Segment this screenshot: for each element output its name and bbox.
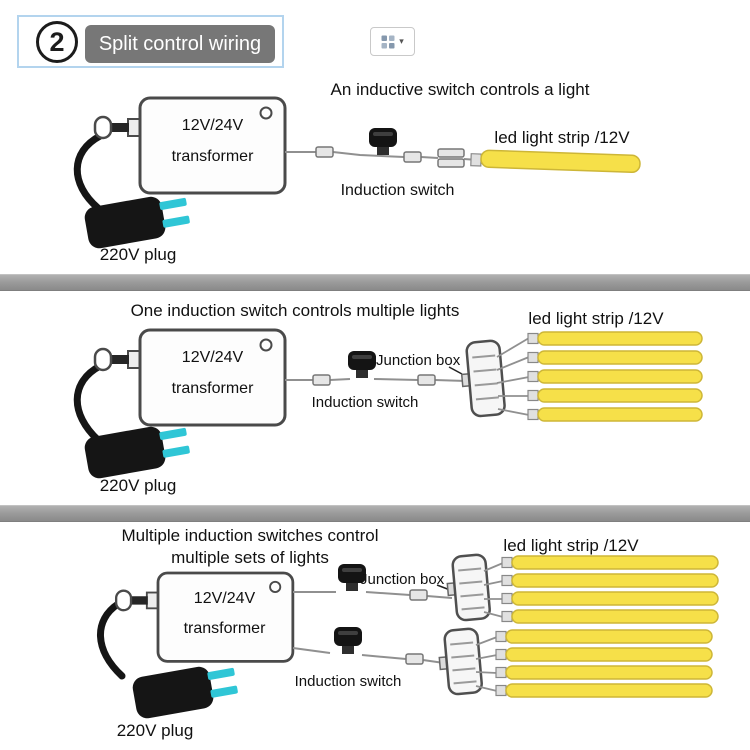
section-divider	[0, 274, 750, 291]
wire-connector	[405, 653, 424, 665]
junction-box-label: Junction box	[376, 352, 461, 369]
junction-fan-wires	[483, 562, 504, 618]
induction-switch-label: Induction switch	[294, 673, 402, 690]
wire	[293, 591, 453, 599]
step-title: Split control wiring	[85, 25, 275, 63]
power-cable	[73, 132, 104, 212]
step-number-badge: 2	[36, 21, 78, 63]
section2-graphics	[73, 328, 703, 480]
power-plug-220v	[130, 660, 240, 720]
led-strip-group	[495, 629, 713, 698]
led-strip	[470, 149, 641, 174]
led-strip-label: led light strip /12V	[528, 309, 664, 328]
led-strip	[501, 609, 719, 624]
induction-switch	[369, 128, 397, 155]
led-strip	[501, 555, 719, 570]
grid-picker-button[interactable]: ▾	[370, 27, 415, 56]
wire-connector-pair	[437, 148, 465, 168]
transformer-label-line2: transformer	[183, 620, 266, 637]
junction-fan-wires	[496, 337, 530, 416]
transformer-label-line1: 12V/24V	[193, 590, 256, 607]
led-strip	[495, 629, 713, 644]
junction-box-label: Junction box	[360, 571, 445, 588]
wire-connector	[312, 374, 331, 386]
led-strip	[527, 388, 703, 403]
led-strip-group	[527, 331, 703, 422]
induction-switch-label: Induction switch	[340, 182, 455, 199]
power-plug-220v	[82, 190, 192, 250]
led-strip	[501, 591, 719, 606]
transformer-label-line2: transformer	[171, 380, 254, 397]
junction-pointer-line	[448, 366, 463, 375]
power-plug-220v	[82, 420, 192, 480]
junction-fan-wires	[475, 636, 498, 692]
wire-connector	[417, 374, 436, 386]
plug-label: 220V plug	[99, 245, 177, 264]
grid-icon	[381, 35, 395, 48]
caret-down-icon: ▾	[399, 36, 404, 46]
section3-title-line1: Multiple induction switches control	[121, 526, 379, 545]
transformer-label-line1: 12V/24V	[181, 117, 244, 134]
led-strip	[495, 683, 713, 698]
section-divider	[0, 505, 750, 522]
transformer-label-line1: 12V/24V	[181, 349, 244, 366]
wire-connector	[409, 589, 428, 601]
led-strip	[527, 331, 703, 346]
wire-connector	[403, 151, 422, 163]
induction-switch-label: Induction switch	[311, 394, 419, 411]
transformer	[93, 328, 287, 427]
section1-graphics	[73, 96, 641, 250]
led-strip-group	[501, 555, 719, 624]
junction-box	[457, 338, 507, 419]
section3-title-line2: multiple sets of lights	[171, 548, 329, 567]
transformer-label-line2: transformer	[171, 148, 254, 165]
wire	[285, 378, 467, 382]
induction-switch	[348, 351, 376, 378]
section3-graphics	[97, 552, 719, 720]
section2-title: One induction switch controls multiple l…	[130, 301, 460, 320]
led-strip	[527, 407, 703, 422]
led-strip	[495, 647, 713, 662]
induction-switch	[334, 627, 362, 654]
transformer	[93, 96, 287, 195]
power-cable	[97, 600, 126, 680]
led-strip	[501, 573, 719, 588]
power-cable	[73, 362, 104, 444]
led-strip	[495, 665, 713, 680]
wire-connector	[315, 146, 334, 158]
led-strip	[527, 369, 703, 384]
plug-label: 220V plug	[99, 476, 177, 495]
plug-label: 220V plug	[116, 721, 194, 740]
junction-box	[435, 626, 484, 697]
transformer	[114, 571, 295, 663]
led-strip-label: led light strip /12V	[494, 128, 630, 147]
section1-title: An inductive switch controls a light	[330, 80, 590, 99]
led-strip-label: led light strip /12V	[503, 536, 639, 555]
junction-box	[443, 552, 492, 623]
led-strip	[527, 350, 703, 365]
